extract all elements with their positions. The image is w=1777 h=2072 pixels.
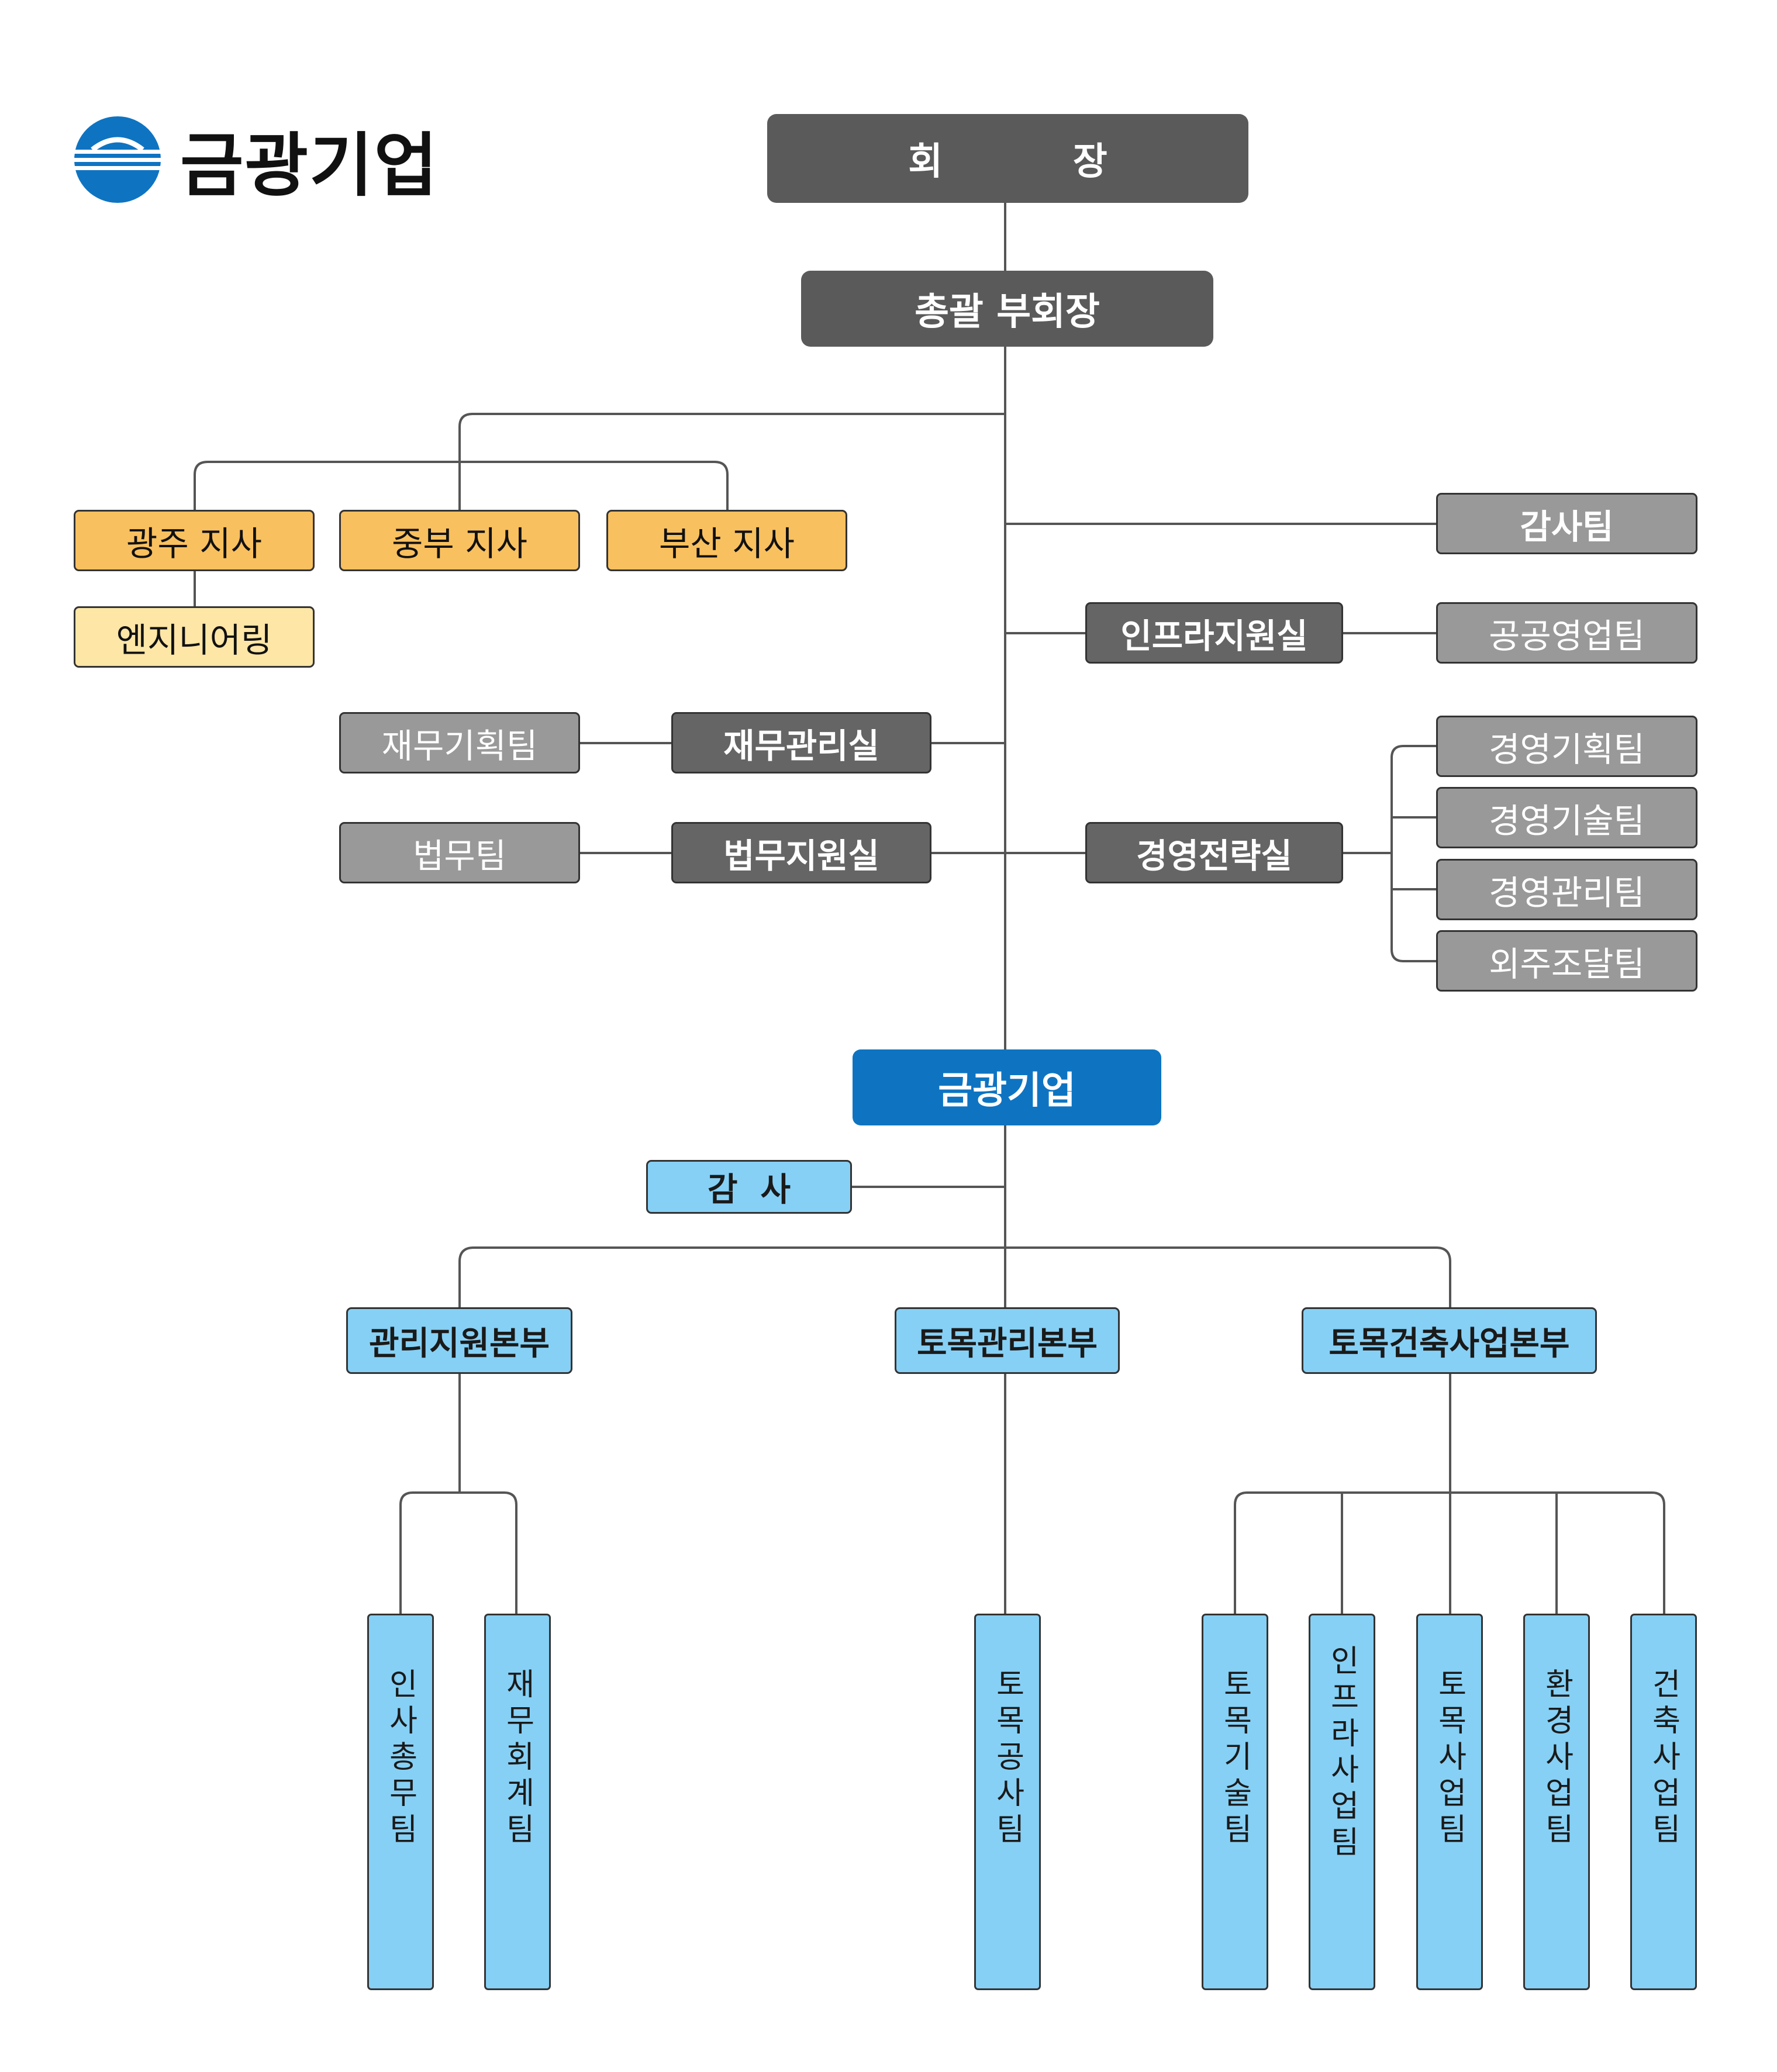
vice-chairman-box: 총괄 부회장 [801,271,1213,347]
legal-office-label: 법무지원실 [723,835,879,876]
legal-team-label: 법무팀 [412,835,507,876]
branch-busan: 부산 지사 [606,510,847,571]
strategy-team-label: 외주조달팀 [1489,944,1645,984]
team-box: 재무회계팀 [484,1614,551,1990]
division-box: 관리지원본부 [346,1307,572,1374]
team-box: 인사총무팀 [367,1614,434,1990]
audit-team-label: 감사팀 [1520,506,1614,547]
division-label: 관리지원본부 [368,1324,550,1363]
strategy-team-box: 경영기술팀 [1436,787,1697,848]
branch-jungbu: 중부 지사 [339,510,580,571]
team-box: 인프라사업팀 [1309,1614,1375,1990]
strategy-office-label: 경영전략실 [1136,835,1292,876]
legal-team-box: 법무팀 [339,822,580,883]
division-label: 토목관리본부 [916,1324,1098,1363]
branch-jungbu-label: 중부 지사 [392,523,527,564]
team-label: 인사총무팀 [382,1668,418,1849]
finance-office-box: 재무관리실 [671,712,931,773]
finance-team-box: 재무기획팀 [339,712,580,773]
infra-office-label: 인프라지원실 [1120,616,1308,656]
chairman-box: 회 장 [767,114,1248,203]
finance-team-label: 재무기획팀 [381,726,538,766]
strategy-team-box: 경영관리팀 [1436,859,1697,920]
team-label: 토목기술팀 [1217,1668,1252,1849]
company-emblem-icon [71,116,164,203]
branch-gwangju: 광주 지사 [74,510,315,571]
legal-office-box: 법무지원실 [671,822,931,883]
division-box: 토목건축사업본부 [1302,1307,1597,1374]
strategy-office-box: 경영전략실 [1085,822,1343,883]
branch-busan-label: 부산 지사 [659,523,795,564]
strategy-team-box: 경영기획팀 [1436,716,1697,777]
team-label: 재무회계팀 [499,1668,535,1849]
division-box: 토목관리본부 [895,1307,1120,1374]
company-logo: 금광기업 [71,114,446,206]
team-label: 토목공사팀 [989,1668,1025,1849]
engineering-box: 엔지니어링 [74,606,315,668]
public-sales-team-box: 공공영업팀 [1436,602,1697,664]
strategy-team-label: 경영기획팀 [1489,729,1645,769]
strategy-team-label: 경영기술팀 [1489,800,1645,841]
team-box: 토목사업팀 [1416,1614,1483,1990]
team-box: 건축사업팀 [1630,1614,1697,1990]
strategy-team-label: 경영관리팀 [1489,872,1645,913]
vice-chairman-label: 총괄 부회장 [915,291,1100,334]
team-label: 건축사업팀 [1645,1668,1681,1849]
engineering-label: 엔지니어링 [116,620,272,660]
company-box: 금광기업 [853,1049,1161,1125]
team-label: 토목사업팀 [1431,1668,1467,1849]
team-label: 인프라사업팀 [1324,1645,1360,1862]
company-logo-text: 금광기업 [180,125,439,206]
audit-team-box: 감사팀 [1436,493,1697,554]
strategy-team-box: 외주조달팀 [1436,930,1697,992]
division-label: 토목건축사업본부 [1329,1324,1570,1363]
company-label: 금광기업 [938,1069,1076,1113]
team-label: 환경사업팀 [1538,1668,1574,1849]
auditor-box: 감 사 [646,1160,852,1214]
team-box: 환경사업팀 [1523,1614,1590,1990]
chairman-label: 회 장 [908,140,1107,184]
team-box: 토목공사팀 [974,1614,1041,1990]
branch-gwangju-label: 광주 지사 [126,523,262,564]
auditor-label: 감 사 [707,1170,791,1209]
public-sales-team-label: 공공영업팀 [1489,616,1645,656]
infra-office-box: 인프라지원실 [1085,602,1343,664]
team-box: 토목기술팀 [1202,1614,1268,1990]
finance-office-label: 재무관리실 [723,726,879,766]
